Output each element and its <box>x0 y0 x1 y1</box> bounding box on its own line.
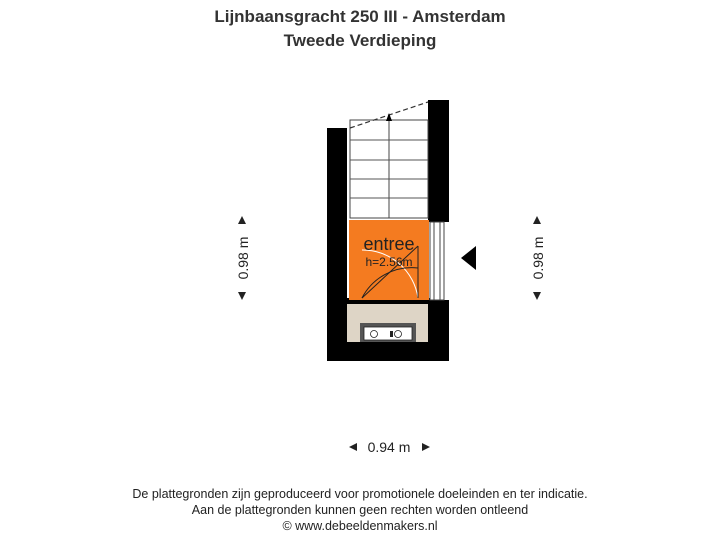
disclaimer-line-2: Aan de plattegronden kunnen geen rechten… <box>191 503 529 517</box>
page-title: Lijnbaansgracht 250 III - Amsterdam <box>214 7 506 26</box>
door-swing <box>361 245 419 299</box>
dimension-bottom: 0.94 m <box>349 439 430 455</box>
arrow-up-icon <box>533 216 541 224</box>
stair-direction-icon <box>386 113 392 121</box>
room-name: entree <box>363 234 414 254</box>
left-wall <box>327 128 347 361</box>
walls <box>327 100 449 361</box>
copyright-link[interactable]: © www.debeeldenmakers.nl <box>282 519 438 533</box>
partition-wall <box>341 298 436 304</box>
stair-treads <box>350 139 428 199</box>
lower-cabinet <box>347 304 428 342</box>
dimension-bottom-label: 0.94 m <box>368 439 411 455</box>
arrow-left-icon <box>349 443 357 451</box>
disclaimer-line-1: De plattegronden zijn geproduceerd voor … <box>132 487 588 501</box>
dimension-left-label: 0.98 m <box>235 237 251 280</box>
staircase <box>349 101 429 219</box>
arrow-up-icon <box>238 216 246 224</box>
window-right <box>429 221 445 301</box>
meter-icon <box>394 330 402 338</box>
bottom-wall <box>327 342 449 361</box>
floor-subtitle: Tweede Verdieping <box>283 31 437 50</box>
arrow-down-icon <box>238 292 246 300</box>
dimension-right-label: 0.98 m <box>530 237 546 280</box>
arrow-right-icon <box>422 443 430 451</box>
arrow-down-icon <box>533 292 541 300</box>
right-wall-upper <box>428 100 449 222</box>
meter-icon <box>370 330 378 338</box>
entrance-arrow-icon <box>461 246 476 270</box>
dimension-left: 0.98 m <box>235 216 251 300</box>
room-height: h=2.56m <box>365 255 412 269</box>
dimension-right: 0.98 m <box>530 216 546 300</box>
